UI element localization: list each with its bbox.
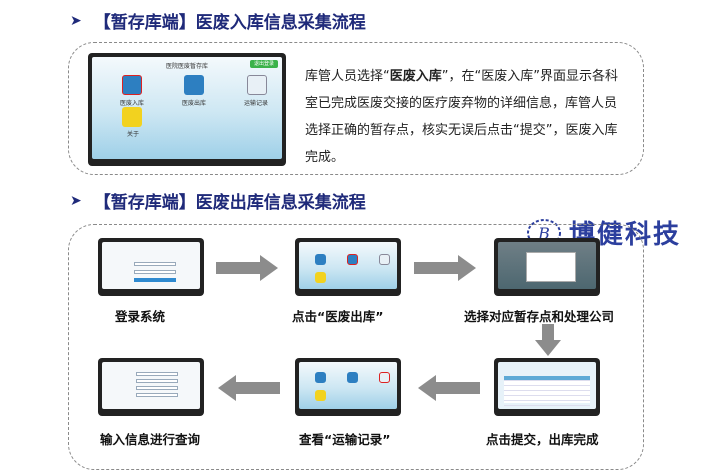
section2-box (68, 224, 644, 470)
screen-title: 医院医废暂存库 (165, 63, 208, 70)
step-caption-3: 选择对应暂存点和处理公司 (464, 309, 615, 324)
step-caption-5: 查看“运输记录” (299, 432, 391, 447)
bullet-arrow-icon: ➤ (70, 12, 82, 29)
flow-arrow-right-2 (414, 255, 476, 281)
flow-arrow-left-2 (418, 375, 480, 401)
step-caption-4: 点击提交，出库完成 (486, 432, 599, 447)
inbound-app-icon[interactable] (122, 75, 142, 95)
section1-description: 库管人员选择“医废入库”，在“医废入库”界面显示各科室已完成医废交接的医疗废弃物… (305, 69, 618, 165)
inbound-app-label: 医废入库 (120, 100, 145, 107)
tablet-query-form (98, 358, 204, 416)
flow-arrow-right-1 (216, 255, 278, 281)
flow-arrow-down (535, 324, 561, 356)
tablet-choose-company (494, 238, 600, 296)
tablet-transport-record (295, 358, 401, 416)
outbound-app-label: 医废出库 (182, 100, 207, 107)
transport-record-icon[interactable] (247, 75, 267, 95)
step-caption-2: 点击“医废出库” (292, 309, 384, 324)
bullet-arrow-icon: ➤ (70, 192, 82, 209)
about-app-label: 关于 (127, 131, 140, 138)
about-app-icon[interactable] (122, 107, 142, 127)
transport-record-label: 运输记录 (244, 100, 269, 107)
logout-button[interactable]: 退出登录 (250, 60, 278, 68)
section2-title: ➤ 【暂存库端】医废出库信息采集流程 (70, 192, 366, 214)
step-caption-1: 登录系统 (115, 309, 166, 324)
section1-title: ➤ 【暂存库端】医废入库信息采集流程 (70, 12, 366, 34)
section1-box (68, 42, 644, 175)
step-caption-6: 输入信息进行查询 (100, 432, 201, 447)
svg-text:B: B (537, 224, 550, 243)
tablet-login (98, 238, 204, 296)
tablet-submit-list (494, 358, 600, 416)
tablet-home-screen: 医院医废暂存库 退出登录 医废入库 医废出库 运输记录 关于 (88, 53, 286, 166)
flow-arrow-left-1 (218, 375, 280, 401)
tablet-outbound-select (295, 238, 401, 296)
outbound-app-icon[interactable] (184, 75, 204, 95)
